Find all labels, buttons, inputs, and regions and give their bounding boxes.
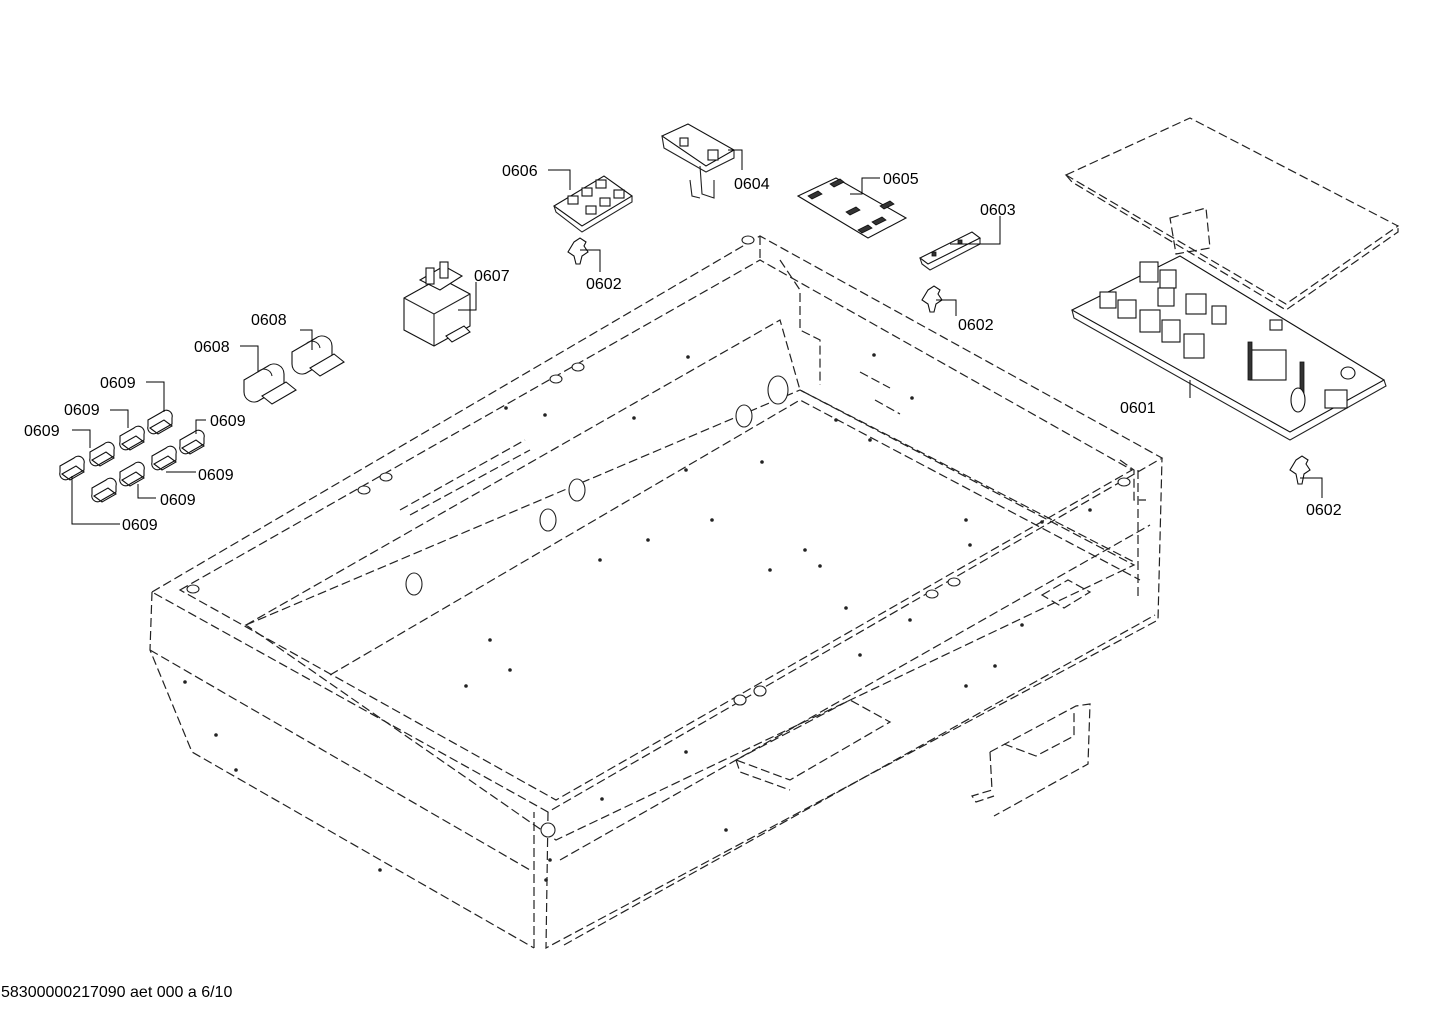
callout-0605: 0605 <box>883 171 919 188</box>
clip-0609-6 <box>119 461 145 487</box>
callout-0609-3: 0609 <box>24 423 60 440</box>
clip-0609-3 <box>89 441 115 467</box>
callout-0602-sensor: 0602 <box>958 317 994 334</box>
clip-0609-4 <box>179 429 205 455</box>
callout-0608-left: 0608 <box>194 339 230 356</box>
callout-0609-7: 0609 <box>122 517 158 534</box>
callout-0602-board: 0602 <box>1306 502 1342 519</box>
callout-0609-1: 0609 <box>100 375 136 392</box>
cover-plate <box>1064 117 1400 311</box>
drawing-reference-footer: 58300000217090 aet 000 a 6/10 <box>1 984 232 1001</box>
callout-0606: 0606 <box>502 163 538 180</box>
module-board-0606 <box>552 175 634 233</box>
callout-0604: 0604 <box>734 176 770 193</box>
clip-0602-module <box>567 237 589 265</box>
callout-0603: 0603 <box>980 202 1016 219</box>
callout-0609-4: 0609 <box>210 413 246 430</box>
sensor-strip-0603 <box>918 231 982 271</box>
callout-0607: 0607 <box>474 268 510 285</box>
control-board-0601 <box>1070 255 1387 441</box>
bracket-0604 <box>660 123 736 199</box>
callout-0608-right: 0608 <box>251 312 287 329</box>
transformer-0607 <box>403 261 471 347</box>
clip-0602-board <box>1289 455 1311 485</box>
callout-0602-module: 0602 <box>586 276 622 293</box>
loose-side-bracket <box>971 703 1091 817</box>
callout-0609-2: 0609 <box>64 402 100 419</box>
clip-0609-1 <box>147 409 173 435</box>
callout-labels: 0601 0602 0602 0602 0603 0604 0605 0606 … <box>24 163 1342 534</box>
chassis-housing <box>149 235 1164 950</box>
callout-0609-5: 0609 <box>198 467 234 484</box>
clip-0609-5 <box>151 445 177 471</box>
leader-lines <box>71 149 1323 525</box>
clip-0609-2 <box>119 425 145 451</box>
clip-0602-sensor <box>921 285 943 313</box>
holder-0608-right <box>291 335 345 377</box>
clip-0609-8 <box>91 477 117 503</box>
callout-0609-6: 0609 <box>160 492 196 509</box>
holder-0608-left <box>243 363 297 405</box>
clip-0609-7 <box>59 455 85 481</box>
mount-0605 <box>796 177 908 239</box>
callout-0601: 0601 <box>1120 400 1156 417</box>
